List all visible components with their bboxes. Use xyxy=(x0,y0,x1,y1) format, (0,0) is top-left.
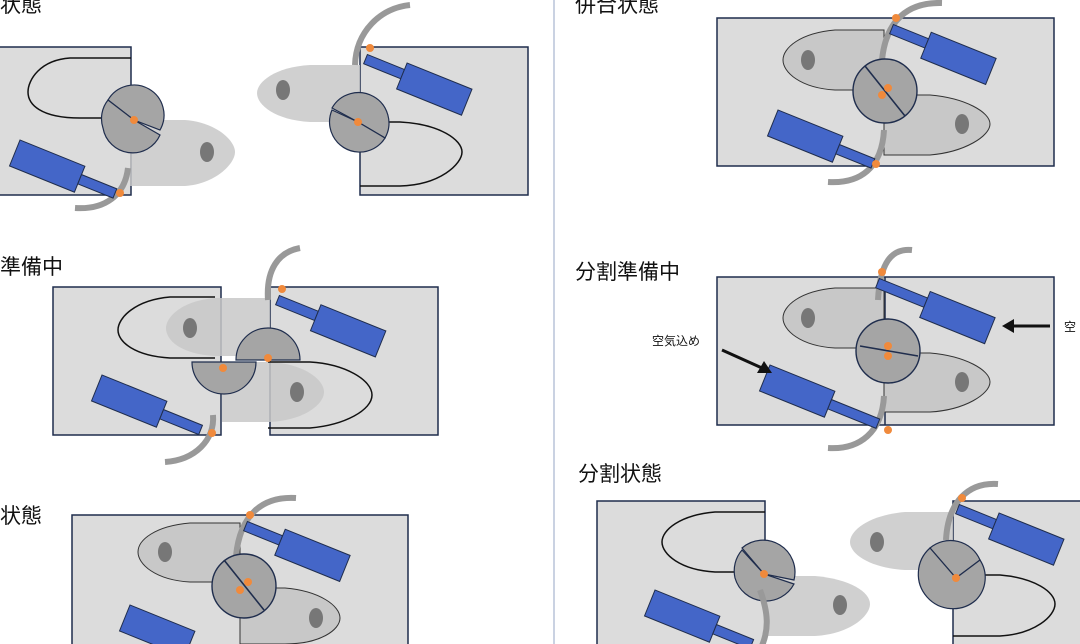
joint-semicircle xyxy=(107,84,165,131)
pin xyxy=(872,160,880,168)
actuator xyxy=(888,23,997,86)
hull-outline xyxy=(268,361,373,429)
window-icon xyxy=(801,308,815,328)
hull-outline xyxy=(117,296,215,359)
guide-arc xyxy=(757,588,770,644)
guide-arc xyxy=(827,129,887,186)
guide-arc xyxy=(879,0,943,61)
pin xyxy=(236,586,244,594)
actuator xyxy=(874,277,996,345)
joint-split-line xyxy=(864,65,906,117)
annotation-air-left: 空気込め xyxy=(652,333,700,348)
label-right-mid: 分割準備中 xyxy=(575,260,680,284)
pin xyxy=(264,354,272,362)
joint-semicircle-full xyxy=(917,547,986,610)
pin xyxy=(116,189,124,197)
joint-semicircle-full xyxy=(328,109,386,153)
guide-arc xyxy=(352,2,411,66)
pin xyxy=(884,342,892,350)
guide-arc xyxy=(827,395,887,452)
pin xyxy=(278,285,286,293)
actuator xyxy=(8,139,118,199)
window-icon xyxy=(158,542,172,562)
pin xyxy=(219,364,227,372)
hull-ghost xyxy=(137,522,241,583)
actuator xyxy=(90,374,204,436)
pin xyxy=(884,84,892,92)
left-mid-diagram xyxy=(52,245,439,465)
label-right-top: 併合状態 xyxy=(575,0,659,17)
pin xyxy=(354,118,362,126)
annotation-air-right: 空 xyxy=(1064,320,1076,334)
window-icon xyxy=(290,382,304,402)
window-icon xyxy=(870,532,884,552)
joint-split-line xyxy=(223,559,265,611)
window-icon xyxy=(955,114,969,134)
right-top-diagram xyxy=(716,0,1055,186)
window-icon xyxy=(309,608,323,628)
hull-outline xyxy=(661,511,765,573)
hull-outline xyxy=(27,57,131,119)
air-arrow-left xyxy=(721,348,763,370)
actuator xyxy=(758,364,881,429)
joint-semicircle xyxy=(741,539,796,581)
pin xyxy=(878,91,886,99)
actuator xyxy=(274,294,387,358)
joint-semicircle xyxy=(191,361,257,395)
guide-arc xyxy=(875,246,913,301)
window-icon xyxy=(801,50,815,70)
hull-outline xyxy=(953,574,1056,637)
left-top-diagram xyxy=(0,2,529,212)
air-arrow-left-head xyxy=(757,361,772,373)
window-icon xyxy=(833,595,847,615)
actuator xyxy=(954,503,1065,566)
hull-ghost xyxy=(782,287,885,349)
pin xyxy=(878,268,886,276)
right-mid-diagram xyxy=(716,246,1055,452)
right-bottom-diagram xyxy=(596,480,1080,644)
pin xyxy=(892,14,900,22)
pin xyxy=(958,494,966,502)
hull-ghost xyxy=(764,576,870,636)
joint-semicircle xyxy=(331,91,390,139)
actuator xyxy=(362,53,473,116)
guide-arc xyxy=(264,245,301,301)
label-right-bottom: 分割状態 xyxy=(578,462,662,486)
joint-semicircle-full xyxy=(100,99,161,154)
pin xyxy=(884,352,892,360)
actuator xyxy=(118,604,196,644)
pin xyxy=(366,44,374,52)
pin xyxy=(884,426,892,434)
label-left-bottom: 状態 xyxy=(0,504,42,528)
guide-arc xyxy=(164,414,217,465)
window-icon xyxy=(200,142,214,162)
joint-split-line xyxy=(859,345,919,357)
joint-semicircle xyxy=(235,327,301,361)
pin xyxy=(130,116,138,124)
pin xyxy=(246,511,254,519)
window-icon xyxy=(276,80,290,100)
pin xyxy=(952,574,960,582)
pin xyxy=(760,570,768,578)
pin xyxy=(244,578,252,586)
window-icon xyxy=(955,372,969,392)
air-arrow-right-head xyxy=(1002,319,1014,333)
guide-arc xyxy=(74,167,131,212)
guide-arc xyxy=(233,494,297,557)
hull-outline xyxy=(360,121,463,187)
window-icon xyxy=(183,318,197,338)
label-left-mid: 準備中 xyxy=(0,255,63,279)
actuator xyxy=(242,520,351,583)
pin xyxy=(208,429,216,437)
label-left-top: 状態 xyxy=(0,0,42,17)
actuator xyxy=(643,589,755,644)
left-bottom-diagram xyxy=(71,494,409,644)
